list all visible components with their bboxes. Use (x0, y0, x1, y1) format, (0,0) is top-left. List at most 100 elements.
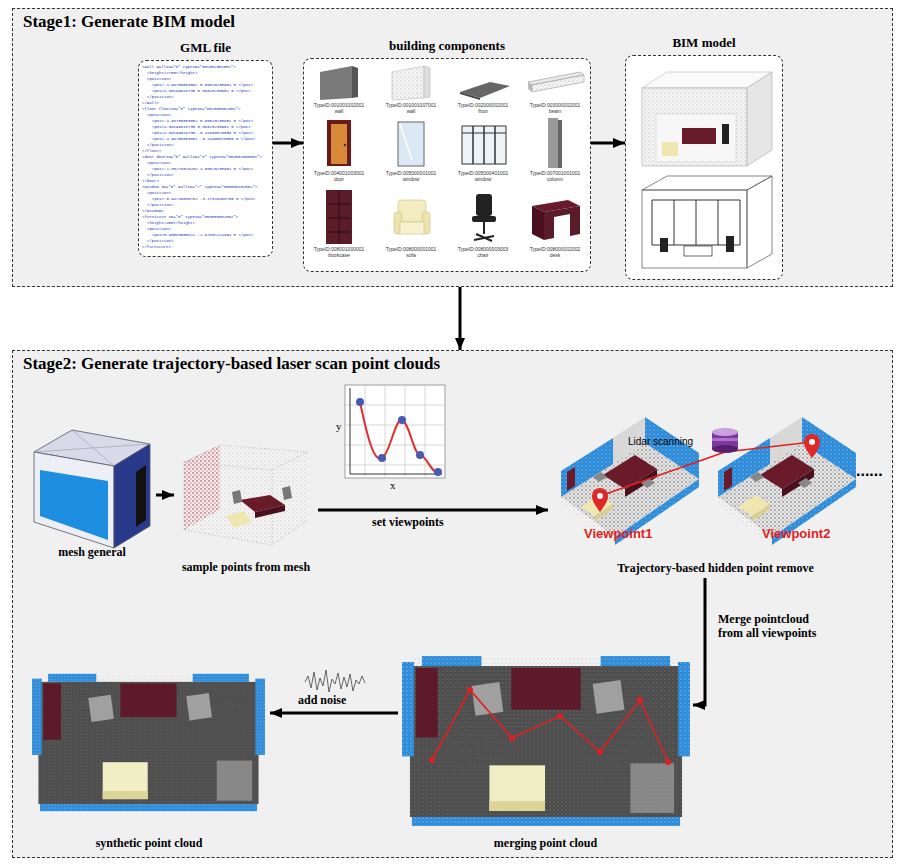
type-id: TypeID:002000002001 (448, 102, 518, 108)
label-holder: sofa (376, 252, 446, 258)
component-name: wall (304, 108, 374, 114)
code-line: <pos>4.06196618735 -0.41966076550 0 </po… (152, 130, 253, 136)
code-line: <position> (147, 76, 171, 82)
label-holder: TypeID:007001001001 (520, 170, 590, 176)
code-line: </position> (147, 172, 173, 178)
image-panel: merging point cloud (398, 648, 693, 853)
label-holder: <position> (147, 76, 171, 82)
code-line: <floor floorID="0" typeID="002000002001"… (142, 106, 240, 112)
code-line: </floor> (142, 148, 161, 154)
label-holder: desk (520, 252, 590, 258)
label-holder: TypeID:008000001001 (376, 246, 446, 252)
code-line: <wall wallID="0" typeID="001001002001"> (142, 64, 236, 70)
stage-title: Stage1: Generate BIM model (23, 12, 892, 32)
label-holder: </door> (142, 178, 159, 184)
code-line: <pos>-4.98756063002 -0.41966076550 0 </p… (152, 136, 255, 142)
model-box: BIM model (625, 55, 783, 280)
label-holder: <pos>-2.85278016434 4.08020230951 0 </po… (152, 166, 253, 172)
label-holder: TypeID:001001007001 (376, 102, 446, 108)
code-line: <pos>4.06196618735 5.08020230951 0 </pos… (152, 124, 250, 130)
edge-label: add noise (298, 693, 378, 707)
label-holder: add noise (298, 693, 378, 707)
code-line: <height>2700</height> (147, 70, 197, 76)
axis-label: x (390, 479, 400, 491)
type-id: TypeID:005000001001 (376, 170, 446, 176)
code-line: </position> (147, 202, 173, 208)
label-holder: </furniture> (142, 244, 171, 250)
label-holder: beam (520, 108, 590, 114)
component-name: door (304, 176, 374, 182)
label-holder: window (376, 176, 446, 182)
label-holder: <door doorID="0" wallID="3" typeID="0040… (142, 154, 262, 160)
type-id: TypeID:008000002002 (520, 246, 590, 252)
label-holder: <pos>-0.94746080762 -3.17810468700 0 </p… (152, 196, 255, 202)
label-holder: </position> (147, 202, 173, 208)
component-name: window (376, 176, 446, 182)
type-id: TypeID:005000401001 (448, 170, 518, 176)
code-line: <pos>0.96583960822 -2.97801214894 0 </po… (152, 232, 253, 238)
label-holder: TypeID:005000001001 (376, 170, 446, 176)
image-caption: merging point cloud (494, 836, 597, 851)
label-holder: x (390, 479, 400, 491)
label-holder: <height>2700</height> (147, 70, 197, 76)
label-holder: TypeID:008000002002 (520, 246, 590, 252)
box-heading: BIM model (626, 35, 782, 51)
label-holder: TypeID:003000002001 (520, 102, 590, 108)
label-holder: column (520, 176, 590, 182)
label-holder: <window ID="0" wallID="7" typeID="005000… (142, 184, 257, 190)
code-line: </door> (142, 178, 159, 184)
label-holder: </window> (142, 208, 164, 214)
component-box: building components (303, 58, 591, 272)
label-holder: <pos>-4.98756063002 5.08020230951 0 </po… (152, 118, 253, 124)
label-holder: </position> (147, 94, 173, 100)
image-panel: synthetic point cloud (28, 648, 270, 853)
code-line: </window> (142, 208, 164, 214)
code-line: <furniture ID="0" typeID="008000002002"> (142, 214, 238, 220)
label-holder: set viewpoints (372, 515, 472, 529)
label-holder: <wall wallID="0" typeID="001001002001"> (142, 64, 236, 70)
label-holder: <height>450</height> (147, 220, 195, 226)
label-holder: door (304, 176, 374, 182)
label-holder: </wall> (142, 100, 159, 106)
code-line: <position> (147, 226, 171, 232)
code-line: <door doorID="0" wallID="3" typeID="0040… (142, 154, 262, 160)
code-line: <pos>-0.94746080762 -3.17810468700 0 </p… (152, 196, 255, 202)
image-caption: sample points from mesh (182, 560, 310, 575)
flow-arrow (591, 142, 625, 145)
axis-label: y (336, 420, 346, 432)
stage-title: Stage2: Generate trajectory-based laser … (23, 354, 892, 374)
ellipsis: ...... (856, 462, 892, 480)
type-id: TypeID:003000002001 (520, 102, 590, 108)
component-name: bookcase (304, 252, 374, 258)
label-holder: TypeID:001001002001 (304, 102, 374, 108)
flow-arrow (459, 287, 462, 350)
label-holder: TypeID:002000002001 (448, 102, 518, 108)
code-line: <height>450</height> (147, 220, 195, 226)
image-caption: Trajectory-based hidden point remove (617, 561, 814, 576)
label-holder: <furniture ID="0" typeID="008000002002"> (142, 214, 238, 220)
label-holder: <position> (147, 190, 171, 196)
type-id: TypeID:007001001001 (520, 170, 590, 176)
code-line: </position> (147, 94, 173, 100)
type-id: TypeID:001001002001 (304, 102, 374, 108)
image-panel: sample points from mesh (174, 435, 318, 577)
component-name: chair (448, 252, 518, 258)
image-caption: mesh general (58, 545, 126, 560)
component-name: column (520, 176, 590, 182)
label-holder: </position> (147, 172, 173, 178)
component-name: desk (520, 252, 590, 258)
label-holder: </position> (147, 238, 173, 244)
stage-panel: Stage2: Generate trajectory-based laser … (12, 350, 893, 858)
label-holder: chair (448, 252, 518, 258)
type-id: TypeID:008000001001 (376, 246, 446, 252)
label-holder: window (448, 176, 518, 182)
type-id: TypeID:008000003003 (448, 246, 518, 252)
label-holder: TypeID:004001003001 (304, 170, 374, 176)
image-panel: Trajectory-based hidden point remove (548, 400, 883, 578)
type-id: TypeID:004001003001 (304, 170, 374, 176)
code-line: <pos>-4.98756063002 5.08020230951 0 </po… (152, 118, 253, 124)
flow-arrow (273, 142, 303, 145)
